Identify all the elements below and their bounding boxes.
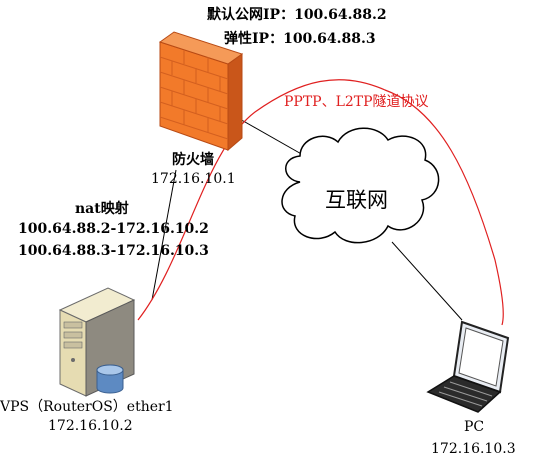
firewall-icon	[158, 31, 244, 152]
pc-ip-label: 172.16.10.3	[431, 441, 516, 457]
vps-name-label: VPS（RouterOS）ether1	[0, 399, 174, 415]
vps-ip-label: 172.16.10.2	[48, 418, 133, 434]
nat-rule-2: 100.64.88.3-172.16.10.3	[18, 243, 209, 259]
tunnel-protocol-label: PPTP、L2TP隧道协议	[284, 94, 429, 110]
nat-rule-1: 100.64.88.2-172.16.10.2	[18, 221, 209, 237]
tunnel-curve	[137, 79, 504, 326]
pc-laptop-icon	[426, 320, 510, 413]
firewall-elastic-ip-label: 弹性IP：100.64.88.3	[224, 31, 376, 47]
link-internet-pc	[391, 241, 463, 321]
firewall-public-ip-label: 默认公网IP：100.64.88.2	[207, 7, 387, 23]
pc-name-label: PC	[464, 419, 485, 435]
vps-server-icon	[58, 287, 136, 397]
internet-label: 互联网	[325, 188, 388, 212]
nat-title-label: nat映射	[75, 201, 129, 217]
firewall-name-label: 防火墙	[172, 152, 214, 168]
internet-cloud-icon	[281, 127, 440, 244]
firewall-lan-ip-label: 172.16.10.1	[151, 171, 236, 187]
link-vps-firewall	[151, 169, 177, 301]
